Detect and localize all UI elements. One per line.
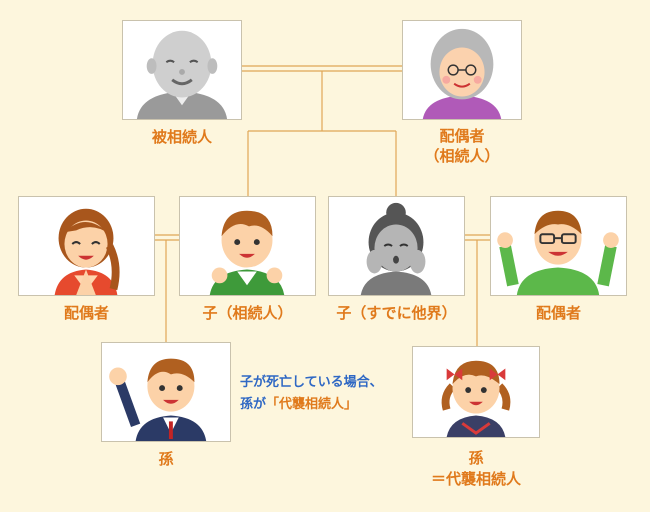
grandfather-label: 被相続人	[151, 128, 212, 146]
grandfather-portrait-icon	[136, 30, 228, 119]
note-line1: 子が死亡している場合、	[240, 375, 383, 390]
grandchild-left-label: 孫	[158, 450, 174, 468]
spouse-right-card	[490, 196, 627, 296]
grandmother-label-line1: 配偶者	[439, 127, 485, 145]
grandmother-label-line2: （相続人）	[424, 147, 500, 165]
grandmother-card	[402, 20, 522, 120]
spouse-right-portrait-icon	[497, 210, 619, 295]
spouse-left-card	[18, 196, 155, 296]
grandchild-right-label: 孫 ＝代襲相続人	[402, 448, 550, 490]
note-line2-prefix: 孫が	[240, 397, 267, 412]
grandchild-right-label-line1: 孫	[468, 449, 484, 467]
grandchild-right-card	[412, 346, 540, 438]
child-heir-portrait-icon	[209, 210, 285, 295]
spouse-left-label: 配偶者	[63, 304, 109, 322]
note-line2: 孫が「代襲相続人」	[240, 394, 383, 416]
grandmother-label: 配偶者 （相続人）	[402, 126, 522, 166]
child-deceased-portrait-icon	[360, 202, 432, 295]
spouse-right-label: 配偶者	[535, 304, 581, 322]
grandchild-right-portrait-icon	[441, 360, 511, 437]
grandchild-left-portrait-icon	[109, 358, 207, 441]
child-deceased-label: 子（すでに他界）	[336, 304, 457, 322]
grandfather-card	[122, 20, 242, 120]
grandchild-left-card	[101, 342, 231, 442]
representation-note: 子が死亡している場合、 孫が「代襲相続人」	[240, 372, 383, 416]
spouse-left-portrait-icon	[54, 208, 120, 295]
child-heir-label: 子（相続人）	[202, 304, 293, 322]
grandmother-portrait-icon	[422, 28, 502, 119]
child-deceased-card	[328, 196, 465, 296]
note-highlight: 「代襲相続人」	[266, 397, 358, 412]
grandchild-right-label-line2: ＝代襲相続人	[430, 470, 521, 488]
child-heir-card	[179, 196, 316, 296]
